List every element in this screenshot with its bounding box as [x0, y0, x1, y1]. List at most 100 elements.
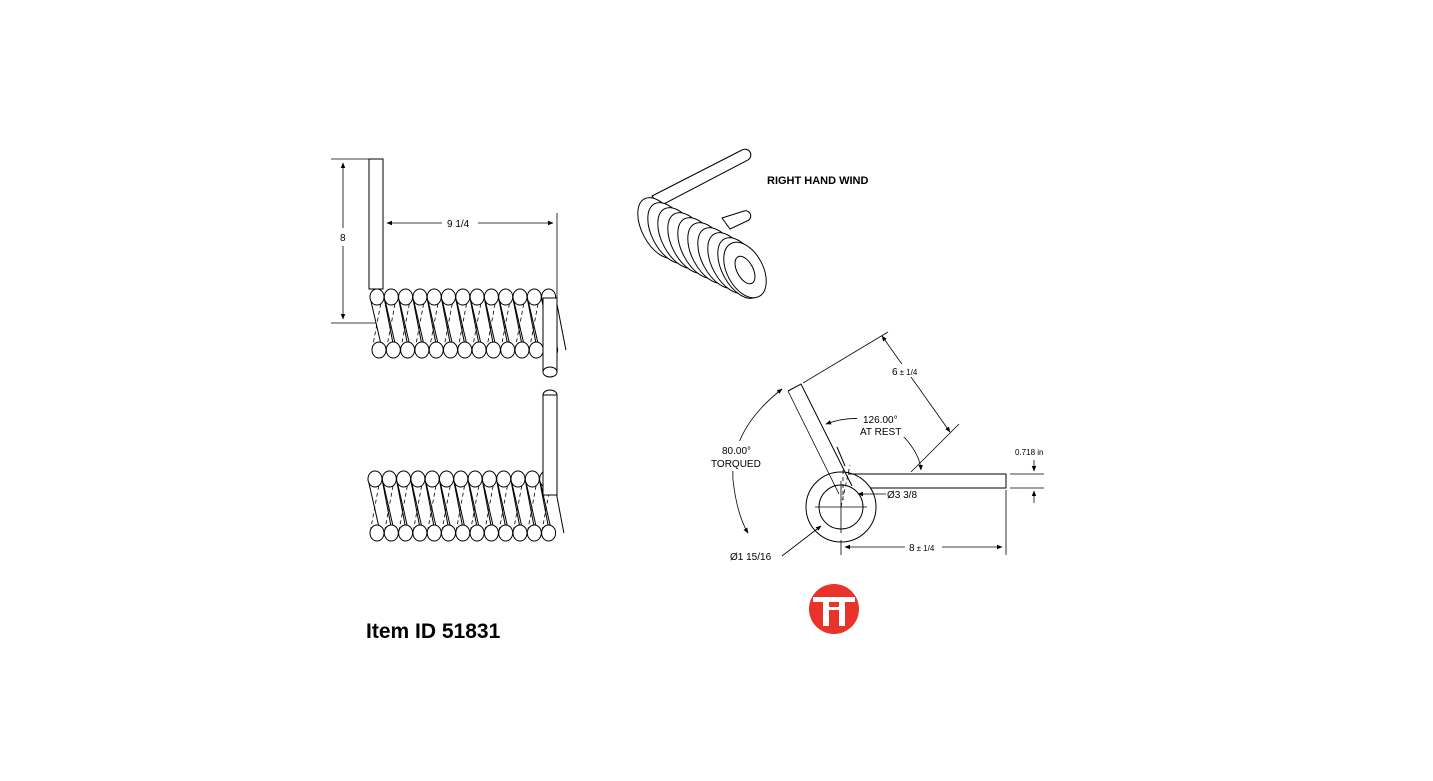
top-coil-wire — [426, 296, 440, 351]
wire-diameter-label: 0.718 in — [1015, 448, 1043, 457]
top-vertical-leg — [368, 158, 384, 290]
bottom-coil-wire — [496, 478, 510, 534]
top-coil-top-loop — [398, 288, 414, 306]
bottom-coil-top-loop — [439, 470, 454, 488]
leg-length-a-label: 6± 1/4 — [892, 367, 918, 378]
top-coil-bottom-loop — [500, 341, 516, 359]
angle-torqued-value: 80.00° — [722, 446, 751, 457]
bottom-coil-hidden-wire — [369, 478, 381, 534]
bottom-coil-wire — [481, 478, 496, 534]
bottom-coil-hidden-wire — [398, 478, 409, 534]
top-coil-wire — [526, 296, 538, 351]
bottom-coil-wire — [524, 478, 536, 534]
angle-rest-label: AT REST — [860, 427, 901, 438]
bottom-coil-hidden-wire — [512, 478, 524, 534]
top-coil-top-loop — [526, 288, 542, 306]
top-coil-hidden-wire — [514, 296, 526, 351]
bottom-coil-wire — [524, 478, 539, 534]
bottom-coil-bottom-loop — [455, 524, 471, 542]
bottom-coil-wire — [395, 478, 408, 534]
top-coil-hidden-wire — [471, 296, 483, 351]
top-end-stub — [542, 297, 558, 373]
leg-length-b-dimension: 8± 1/4 — [840, 490, 1007, 555]
angle-rest-dimension: 126.00° AT REST — [825, 411, 923, 471]
bottom-coil-wire — [396, 478, 410, 534]
bottom-side-view — [367, 389, 565, 542]
top-coil-bottom-loop — [471, 341, 487, 359]
bottom-coil-wire — [481, 478, 493, 534]
bottom-coil-hidden-wire — [426, 478, 438, 534]
top-coil-bottom-loop — [485, 341, 501, 359]
angle-rest-value: 126.00° — [863, 415, 898, 426]
bottom-coil-wire — [510, 478, 524, 534]
bottom-coil-wire — [367, 478, 381, 534]
company-logo — [809, 584, 859, 634]
top-coil-top-loop — [498, 288, 514, 306]
bottom-coil-wire — [410, 478, 424, 534]
bottom-coil-top-loop — [396, 470, 412, 488]
bottom-coil-wire — [381, 478, 393, 534]
top-coil-hidden-wire — [385, 296, 397, 351]
bottom-coil-wire — [410, 478, 422, 534]
leg-length-b-label: 8± 1/4 — [909, 543, 935, 554]
iso-coil-end-ring — [723, 241, 767, 299]
top-coil-wire — [383, 296, 398, 351]
top-coil-wire — [397, 296, 410, 351]
bottom-coil-top-loop — [496, 470, 512, 488]
top-coil-bottom-loop — [385, 341, 401, 359]
bottom-coil-bottom-loop — [541, 524, 557, 542]
top-coil-top-loop — [469, 288, 485, 306]
body-length-label: 9 1/4 — [447, 219, 470, 230]
top-coil-top-loop — [383, 288, 399, 306]
top-coil-top-loop — [512, 288, 528, 306]
top-coil-hidden-wire — [443, 296, 454, 351]
end-view — [787, 383, 1007, 543]
bottom-coil-bottom-loop — [398, 524, 414, 542]
top-coil-wire — [383, 296, 395, 351]
iso-coil-bore — [734, 255, 756, 285]
bottom-coil-wire — [539, 478, 553, 534]
top-coil-top-loop — [369, 288, 385, 306]
top-coil-hidden-wire — [457, 296, 469, 351]
top-coil-wire — [455, 296, 469, 351]
bottom-coil-hidden-wire — [498, 478, 510, 534]
bottom-coil-wire — [424, 478, 436, 534]
top-coil-hidden-wire — [486, 296, 497, 351]
angled-leg — [787, 383, 853, 487]
top-coil-bottom-loop — [457, 341, 473, 359]
bottom-coil-bottom-loop — [526, 524, 542, 542]
top-coil-bottom-loop — [514, 341, 530, 359]
bottom-coil-hidden-wire — [469, 478, 481, 534]
bottom-coil-wire — [438, 478, 450, 534]
top-coil-wire — [483, 296, 498, 351]
bottom-coil-body — [367, 470, 565, 542]
top-coil-wire — [412, 296, 424, 351]
bottom-coil-hidden-wire — [441, 478, 452, 534]
bottom-coil-top-loop — [481, 470, 497, 488]
bottom-vertical-leg — [542, 394, 558, 496]
top-coil-wire — [441, 296, 455, 351]
bottom-coil-top-loop — [424, 470, 440, 488]
top-coil-top-loop — [483, 288, 499, 306]
top-coil-wire — [512, 296, 526, 351]
bottom-coil-bottom-loop — [412, 524, 428, 542]
leg-height-label: 8 — [340, 233, 346, 244]
bottom-coil-hidden-wire — [412, 478, 424, 534]
bottom-coil-bottom-loop — [369, 524, 385, 542]
bottom-coil-wire — [424, 478, 438, 534]
body-length-dimension: 9 1/4 — [386, 213, 558, 298]
top-coil-wire — [512, 296, 524, 351]
bottom-coil-hidden-wire — [383, 478, 395, 534]
bottom-coil-top-loop — [510, 470, 526, 488]
bottom-coil-hidden-wire — [455, 478, 467, 534]
top-coil-bottom-loop — [428, 341, 444, 359]
top-coil-wire — [398, 296, 412, 351]
outer-diameter-label: Ø1 15/16 — [730, 552, 772, 563]
bottom-coil-bottom-loop — [469, 524, 485, 542]
bottom-coil-wire — [453, 478, 465, 534]
top-coil-bottom-loop — [528, 341, 544, 359]
bottom-coil-hidden-wire — [484, 478, 495, 534]
top-coil-wire — [483, 296, 495, 351]
bottom-coil-wire — [467, 478, 479, 534]
